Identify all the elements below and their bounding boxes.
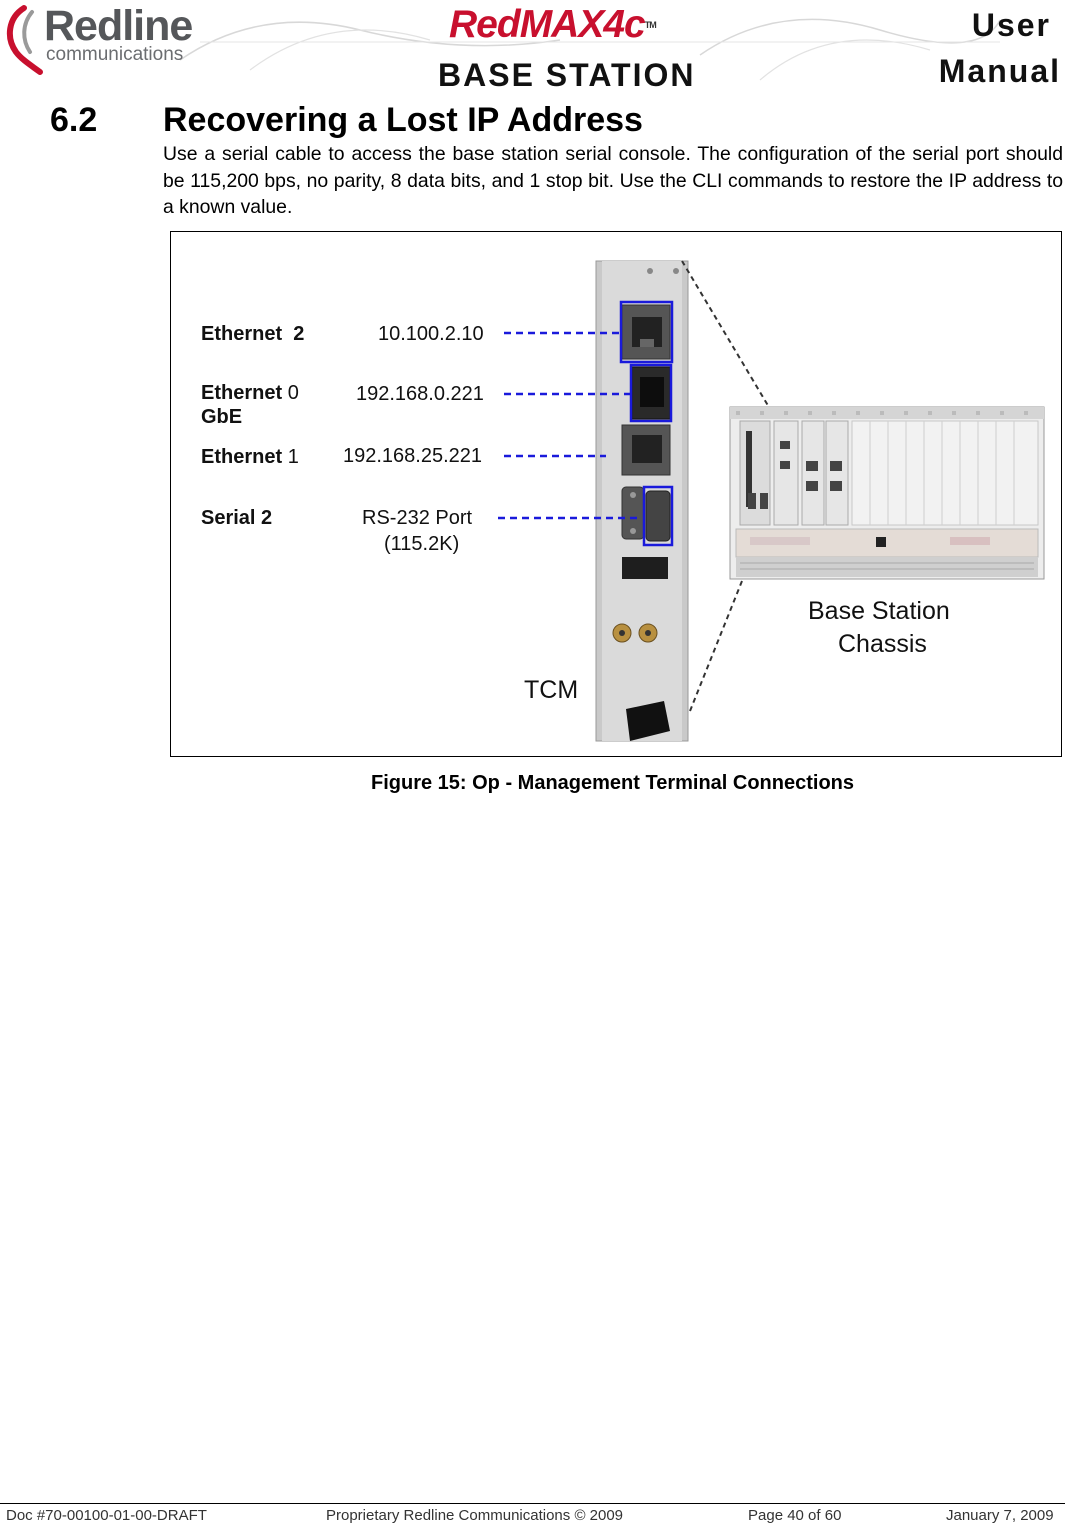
figure-illustration [498, 260, 1045, 742]
footer-date: January 7, 2009 [946, 1507, 1054, 1524]
header-decoration [179, 18, 1001, 81]
value-ethernet0-ip: 192.168.0.221 [356, 383, 484, 405]
label-chassis-line1: Base Station [808, 597, 950, 625]
label-ethernet0-gbe: GbE [201, 406, 243, 428]
doc-type-line2: Manual [938, 53, 1061, 89]
footer-doc-number: Doc #70-00100-01-00-DRAFT [6, 1507, 207, 1524]
label-ethernet1: Ethernet 1 [201, 446, 299, 468]
leader-chassis-top [681, 260, 777, 420]
value-ethernet2-ip: 10.100.2.10 [378, 323, 484, 345]
redline-logo-icon [6, 5, 43, 75]
highlight-ethernet2 [619, 300, 674, 364]
brand-prefix: Red [449, 3, 521, 46]
tcm-card [595, 260, 689, 742]
value-ethernet1-ip: 192.168.25.221 [343, 445, 483, 467]
section-number: 6.2 [50, 101, 98, 139]
label-ethernet0: Ethernet 0 [201, 382, 299, 404]
footer-rule [0, 1503, 1065, 1504]
footer-page: Page 40 of 60 [748, 1507, 842, 1524]
company-subtitle: communications [46, 44, 184, 65]
section-paragraph: Use a serial cable to access the base st… [163, 143, 1063, 218]
brand-trademark: TM [644, 20, 657, 30]
label-ethernet2: Ethernet 2 [201, 323, 305, 345]
label-chassis-line2: Chassis [838, 630, 927, 658]
product-brand-logo: RedMAX4cTM [449, 2, 657, 48]
section-title: Recovering a Lost IP Address [163, 101, 643, 139]
base-station-chassis [729, 406, 1045, 580]
label-serial2: Serial 2 [201, 507, 273, 529]
footer-copyright: Proprietary Redline Communications © 200… [326, 1507, 624, 1524]
product-line: BASE STATION [438, 57, 696, 93]
brand-version: 4c [603, 3, 645, 46]
doc-type-line1: User [971, 7, 1051, 43]
value-serial2-speed: (115.2K) [384, 533, 460, 555]
value-serial2-port: RS-232 Port [362, 507, 473, 529]
label-tcm: TCM [524, 676, 579, 704]
leader-chassis-bottom [689, 560, 751, 712]
highlight-ethernet0 [629, 363, 673, 423]
highlight-serial2 [642, 485, 674, 547]
brand-max: MAX [519, 3, 605, 46]
company-name: Redline [44, 2, 193, 50]
figure-caption: Figure 15: Op - Management Terminal Conn… [370, 772, 855, 794]
